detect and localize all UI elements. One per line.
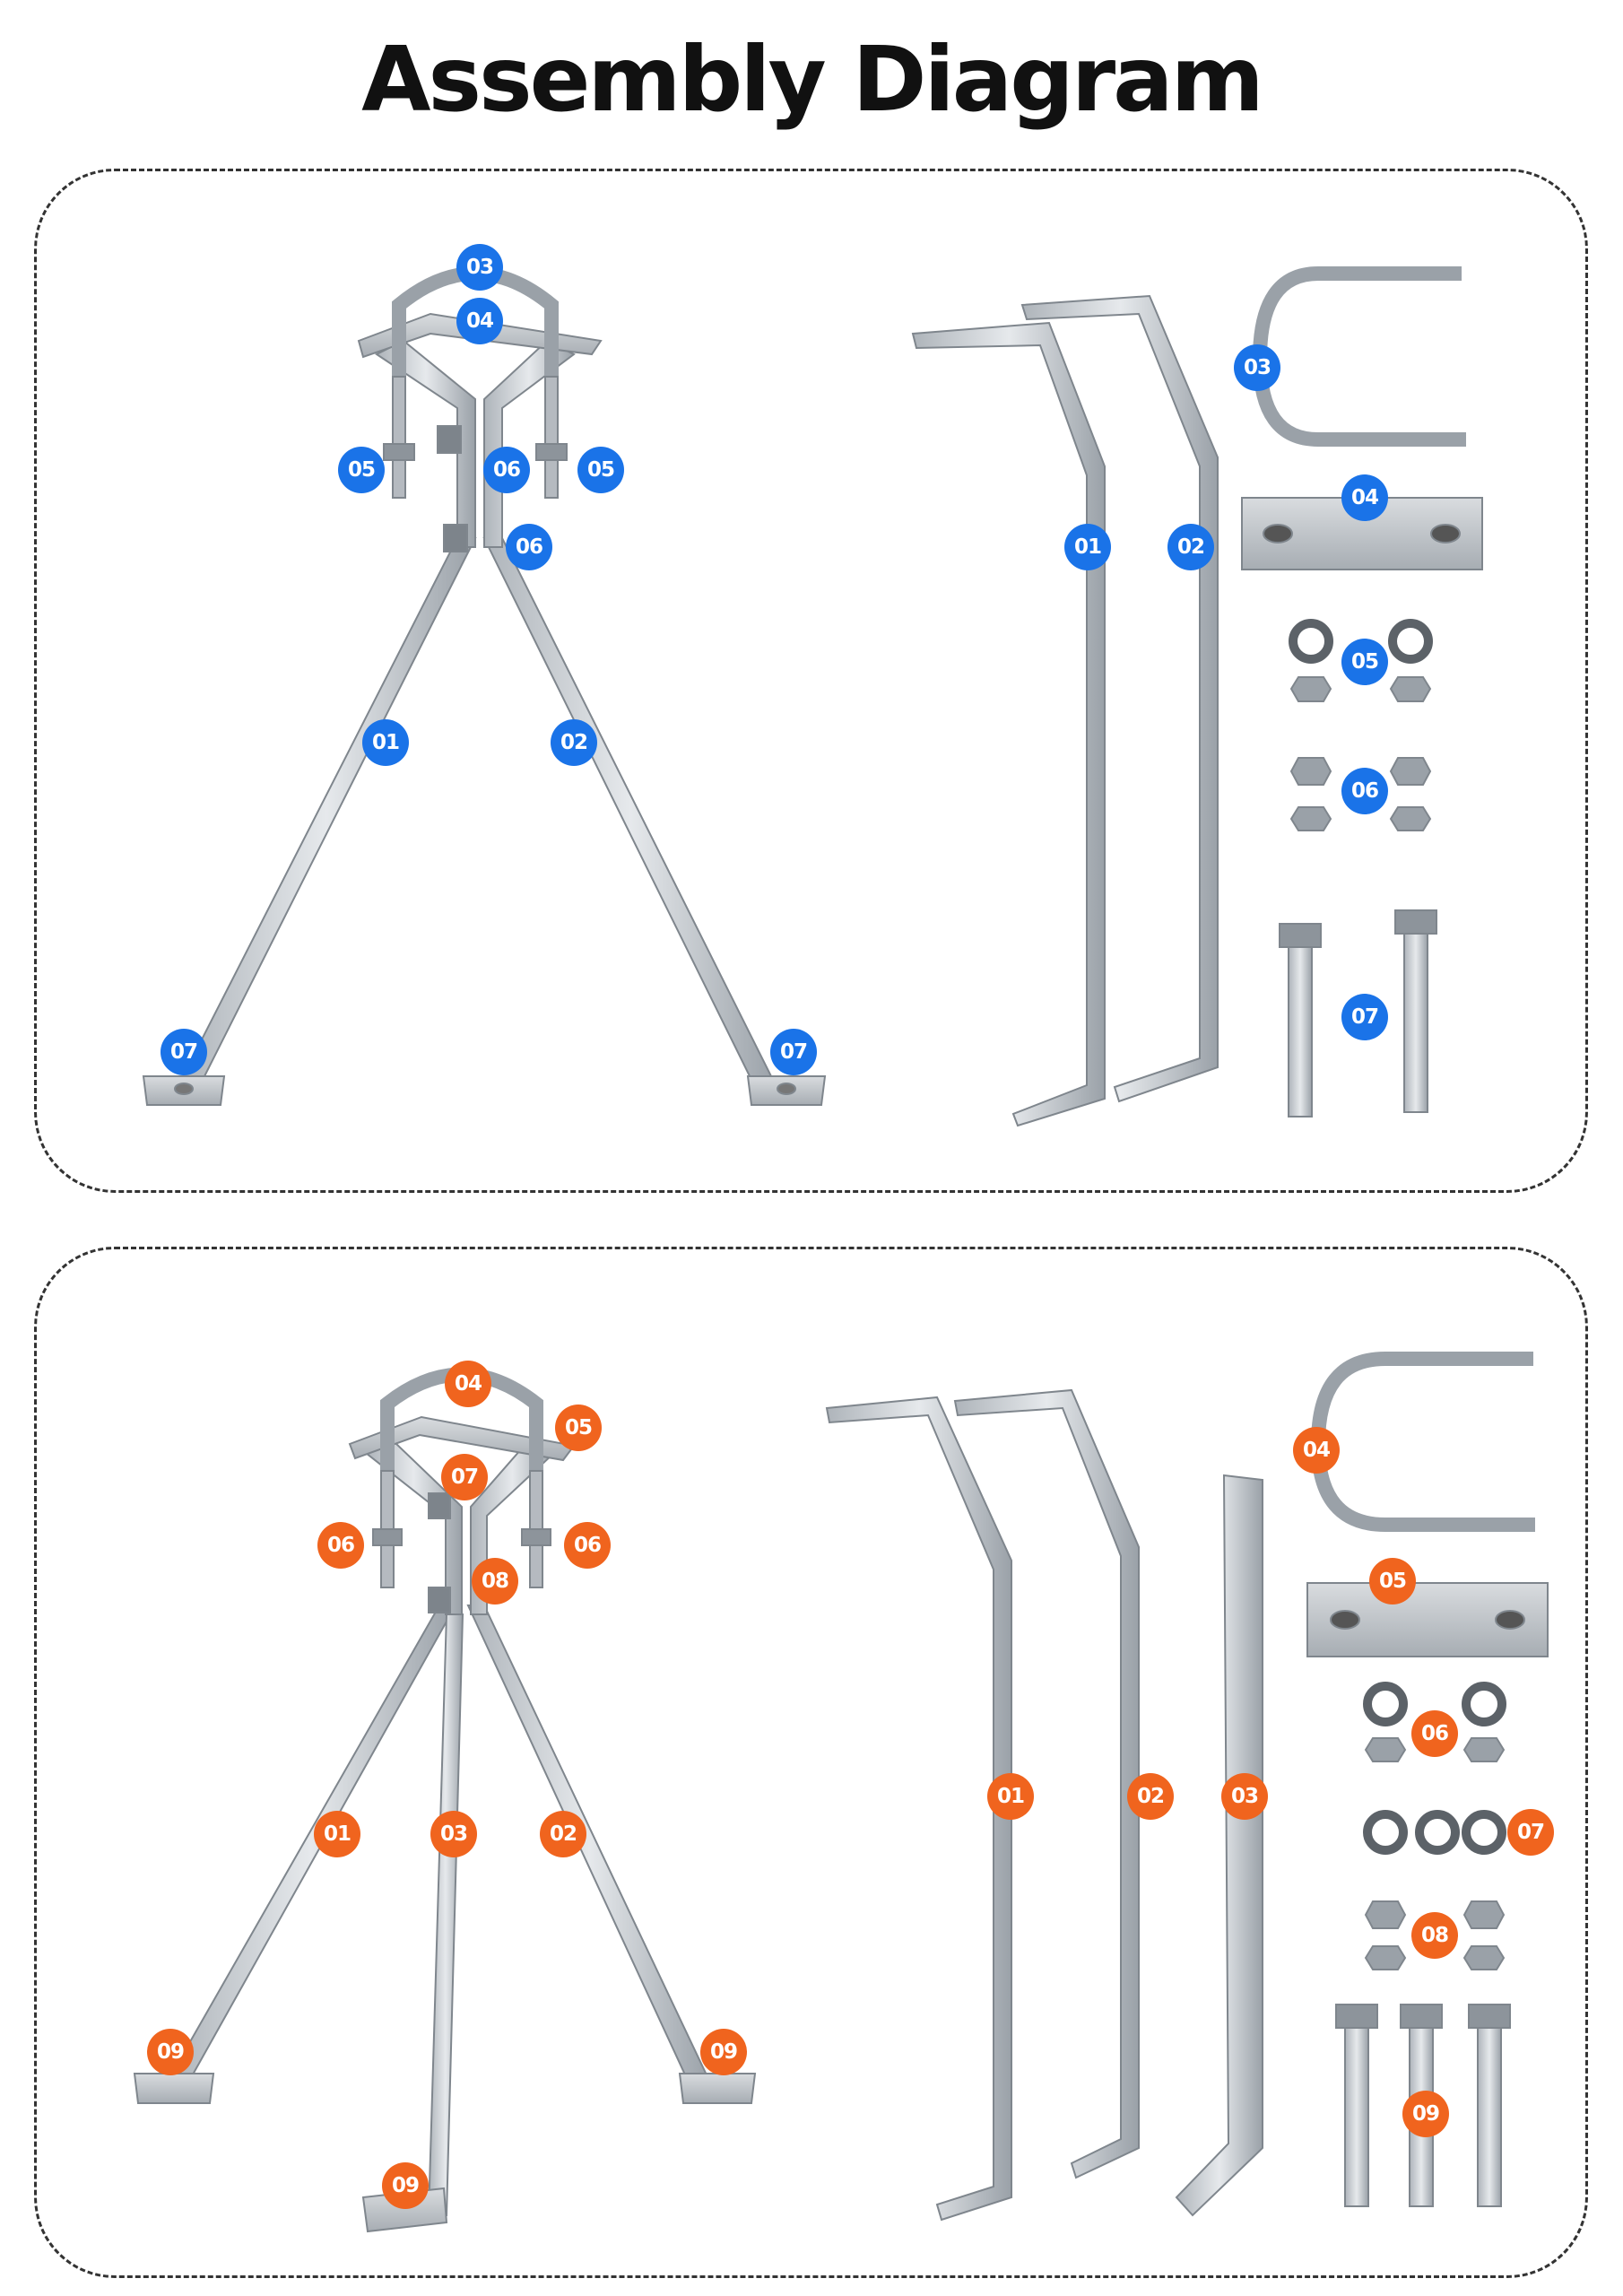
- page-title: Assembly Diagram: [361, 27, 1264, 132]
- label-badge: 02: [1127, 1773, 1174, 1820]
- label-badge: 05: [1341, 639, 1388, 685]
- label-badge: 07: [441, 1454, 488, 1500]
- three-leg-bracket-panel: [34, 1247, 1588, 2278]
- label-badge: 06: [1341, 768, 1388, 814]
- label-badge: 04: [1341, 474, 1388, 521]
- label-badge: 01: [362, 719, 409, 766]
- label-badge: 05: [338, 447, 385, 493]
- two-leg-bracket-panel: [34, 169, 1588, 1193]
- top-assembled-bracket: [142, 266, 827, 1106]
- label-badge: 08: [1411, 1912, 1458, 1959]
- label-badge: 03: [456, 244, 503, 291]
- label-badge: 09: [147, 2029, 194, 2075]
- label-badge: 04: [1293, 1427, 1340, 1474]
- label-badge: 06: [506, 524, 552, 570]
- label-badge: 05: [1369, 1558, 1416, 1605]
- label-badge: 09: [1402, 2091, 1449, 2137]
- label-badge: 06: [564, 1522, 611, 1569]
- top-loose-parts: [911, 266, 1483, 1127]
- label-badge: 02: [551, 719, 597, 766]
- label-badge: 07: [161, 1029, 207, 1075]
- label-badge: 09: [700, 2029, 747, 2075]
- bottom-assembled-bracket: [133, 1367, 757, 2233]
- label-badge: 01: [1064, 524, 1111, 570]
- label-badge: 02: [540, 1811, 586, 1857]
- label-badge: 06: [1411, 1710, 1458, 1757]
- label-badge: 01: [987, 1773, 1034, 1820]
- label-badge: 04: [456, 298, 503, 344]
- label-badge: 09: [382, 2162, 429, 2209]
- label-badge: 03: [1221, 1773, 1268, 1820]
- label-badge: 07: [1507, 1809, 1554, 1856]
- label-badge: 08: [472, 1558, 518, 1605]
- bottom-loose-parts: [825, 1352, 1549, 2222]
- label-badge: 04: [445, 1361, 491, 1407]
- label-badge: 03: [1234, 344, 1280, 391]
- label-badge: 05: [555, 1405, 602, 1451]
- label-badge: 05: [577, 447, 624, 493]
- label-badge: 07: [770, 1029, 817, 1075]
- label-badge: 06: [483, 447, 530, 493]
- label-badge: 01: [314, 1811, 360, 1857]
- label-badge: 02: [1167, 524, 1214, 570]
- label-badge: 06: [317, 1522, 364, 1569]
- label-badge: 07: [1341, 994, 1388, 1040]
- label-badge: 03: [430, 1811, 477, 1857]
